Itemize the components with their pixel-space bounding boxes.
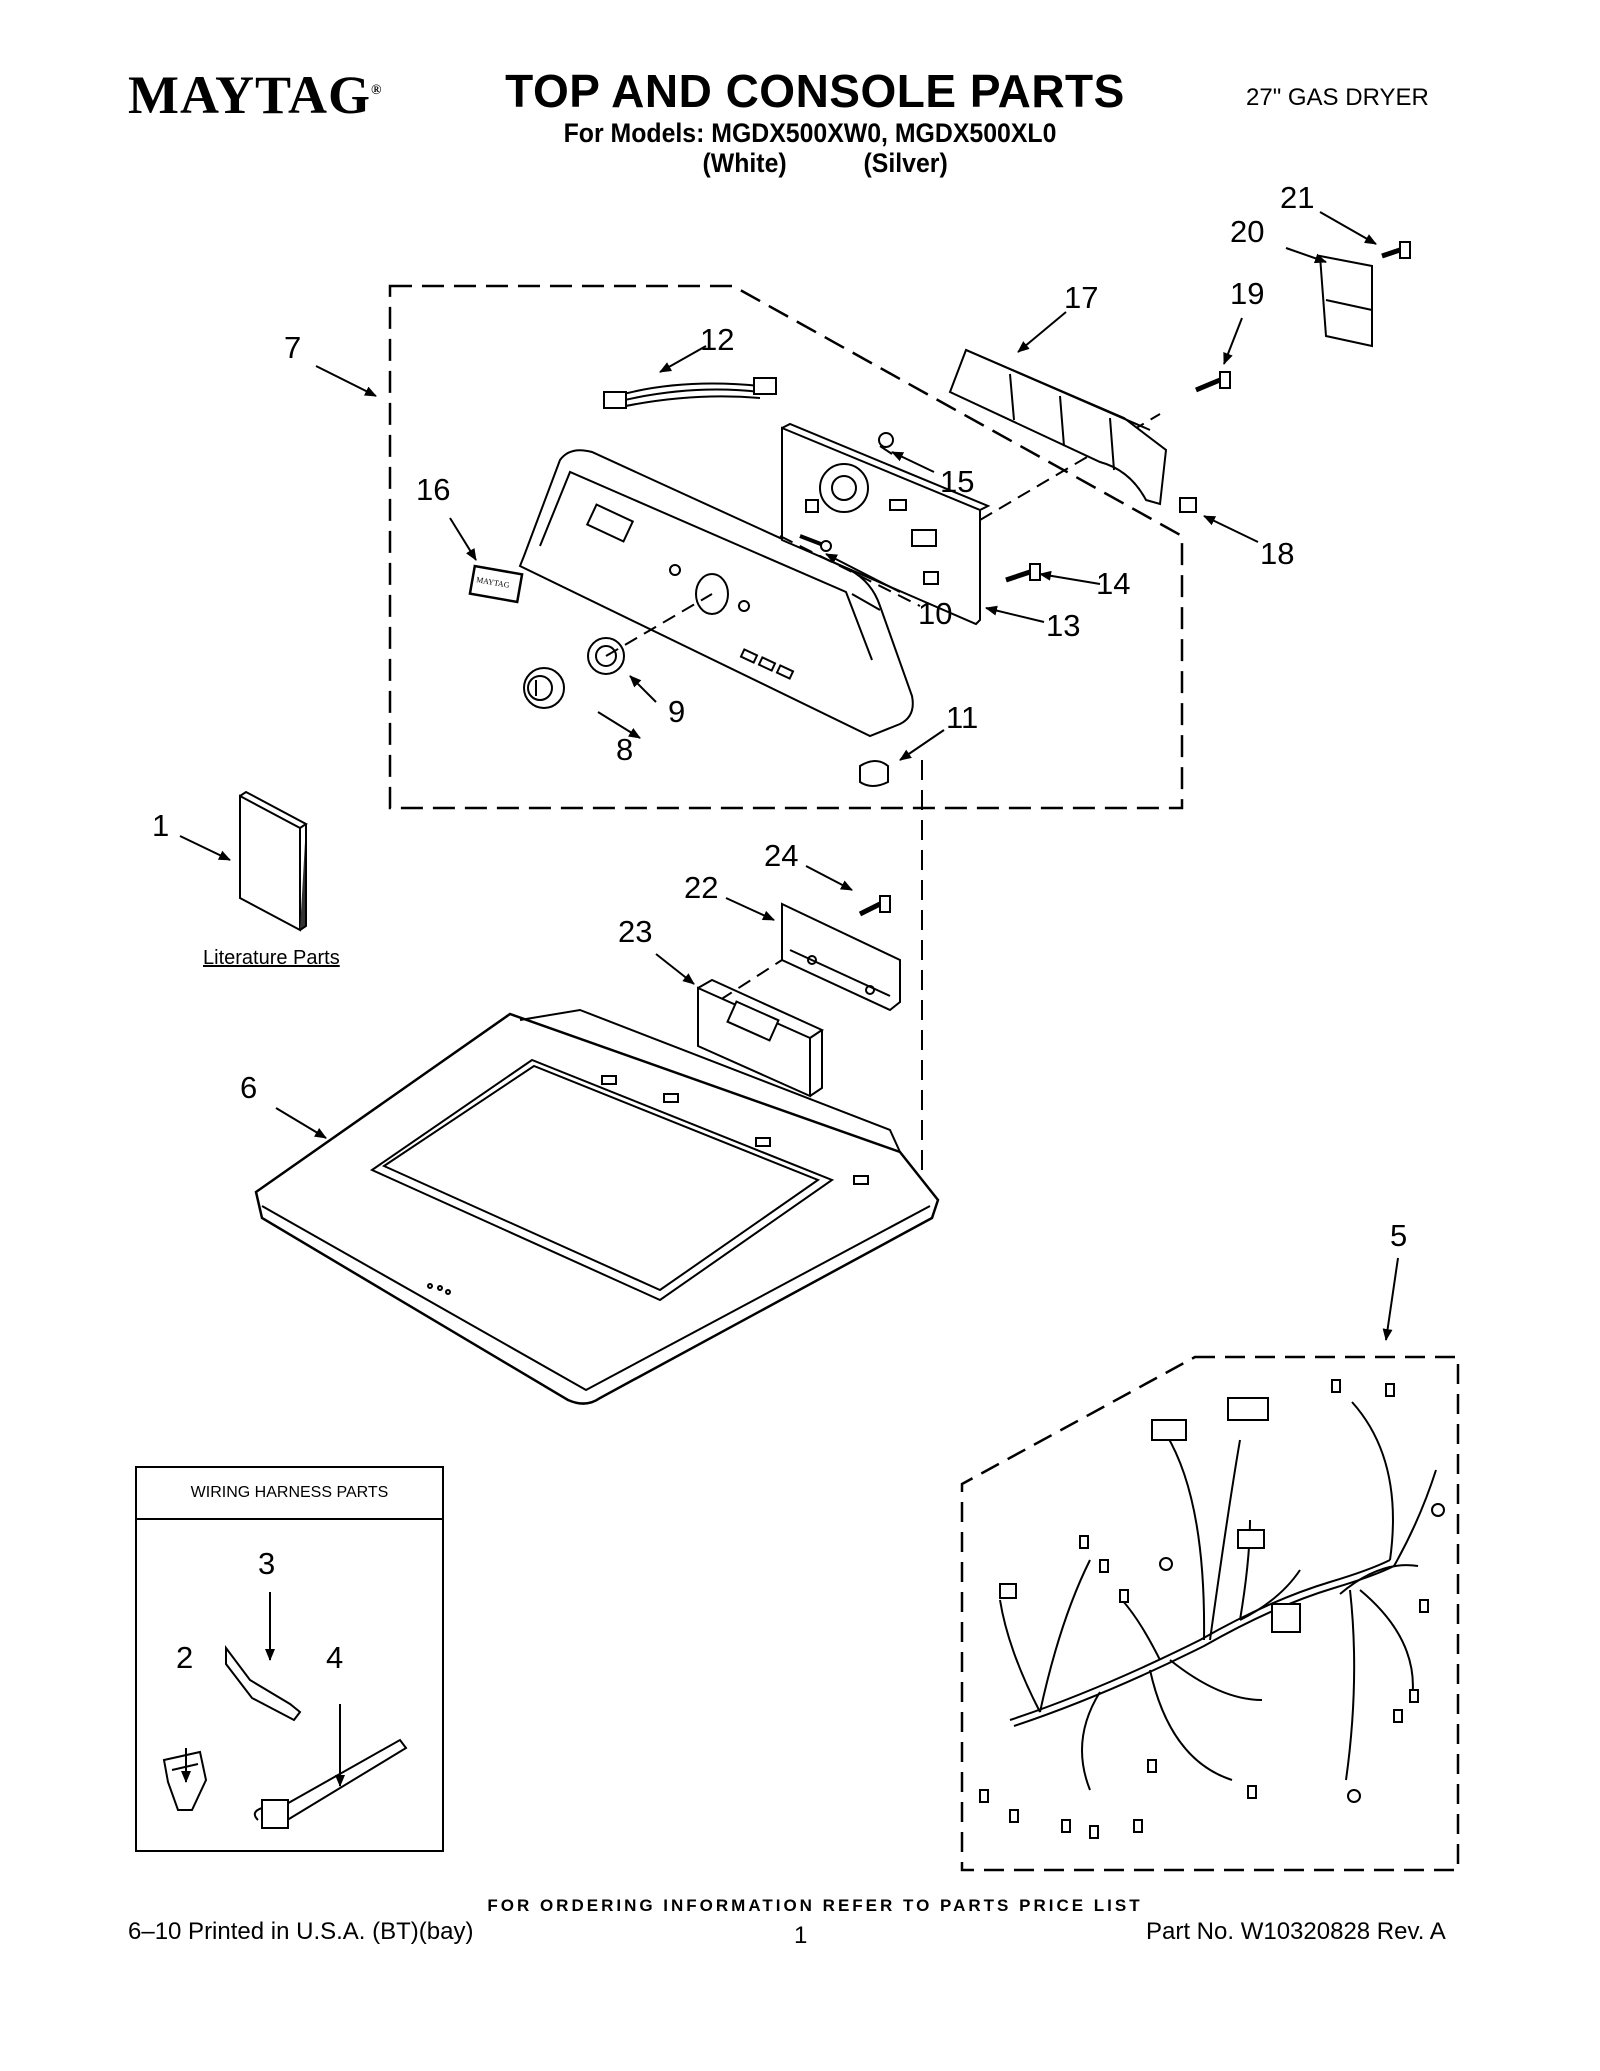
console-group-outline (388, 284, 1184, 810)
rear-console-icon (948, 348, 1168, 506)
console-harness-icon (603, 377, 777, 409)
wiring-harness-parts-title: WIRING HARNESS PARTS (137, 1468, 442, 1520)
screw-icon-19 (1195, 371, 1231, 393)
callout-17: 17 (1064, 280, 1099, 315)
variant-silver: (Silver) (863, 148, 948, 178)
clip-icon-18 (1179, 497, 1197, 513)
leader-lines (179, 211, 1399, 1787)
product-type: 27" GAS DRYER (1246, 84, 1429, 111)
callout-21: 21 (1280, 180, 1315, 215)
dryer-top-icon (254, 1008, 940, 1405)
callout-13: 13 (1046, 608, 1081, 643)
callout-6: 6 (240, 1070, 258, 1105)
page-number: 1 (794, 1922, 808, 1949)
model-subtitle: For Models: MGDX500XW0, MGDX500XL0 (563, 118, 1057, 148)
screw-icon-24 (858, 895, 891, 917)
callout-15: 15 (940, 464, 975, 499)
callout-8: 8 (616, 732, 634, 767)
callout-14: 14 (1096, 566, 1131, 601)
terminal-icon (225, 1645, 302, 1722)
console-panel-icon (518, 449, 914, 738)
print-info: 6–10 Printed in U.S.A. (BT)(bay) (128, 1918, 474, 1945)
callout-4: 4 (326, 1640, 344, 1675)
callout-9: 9 (668, 694, 686, 729)
callout-24: 24 (764, 838, 799, 873)
screw-icon-10 (799, 534, 832, 552)
wiring-harness-parts-box: WIRING HARNESS PARTS (135, 1466, 444, 1852)
ordering-note: FOR ORDERING INFORMATION REFER TO PARTS … (487, 1896, 1143, 1915)
literature-booklet-icon (239, 790, 308, 932)
screw-icon-14 (1005, 563, 1041, 583)
callout-22: 22 (684, 870, 719, 905)
callout-1: 1 (152, 808, 170, 843)
callout-11: 11 (946, 700, 979, 735)
knob-icon (523, 667, 565, 709)
literature-parts-label: Literature Parts (203, 947, 340, 969)
callout-19: 19 (1230, 276, 1265, 311)
callout-16: 16 (416, 472, 451, 507)
part-number: Part No. W10320828 Rev. A (1146, 1918, 1446, 1945)
brand-logo: MAYTAG® (128, 65, 383, 125)
variant-white: (White) (702, 148, 787, 178)
callout-5: 5 (1390, 1218, 1408, 1253)
harness-group-outline (960, 1355, 1460, 1872)
control-board-icon (781, 422, 991, 626)
callout-18: 18 (1260, 536, 1295, 571)
callout-12: 12 (700, 322, 735, 357)
mounting-plate-icon (781, 902, 901, 1012)
callout-7: 7 (284, 330, 302, 365)
wire-harness-icon (979, 1379, 1445, 1839)
bracket-icon (1318, 254, 1373, 348)
clamp-icon (859, 760, 889, 787)
callout-3: 3 (258, 1546, 276, 1581)
page-title: TOP AND CONSOLE PARTS (505, 65, 1125, 117)
callout-10: 10 (918, 596, 953, 631)
model-variants: (White) (Silver) (65, 148, 1565, 179)
callout-23: 23 (618, 914, 653, 949)
callout-20: 20 (1230, 214, 1265, 249)
screw-icon-21 (1381, 241, 1411, 259)
control-module-icon (697, 978, 825, 1098)
badge-icon (468, 564, 524, 604)
callout-2: 2 (176, 1640, 194, 1675)
screw-icon-15 (878, 432, 894, 455)
